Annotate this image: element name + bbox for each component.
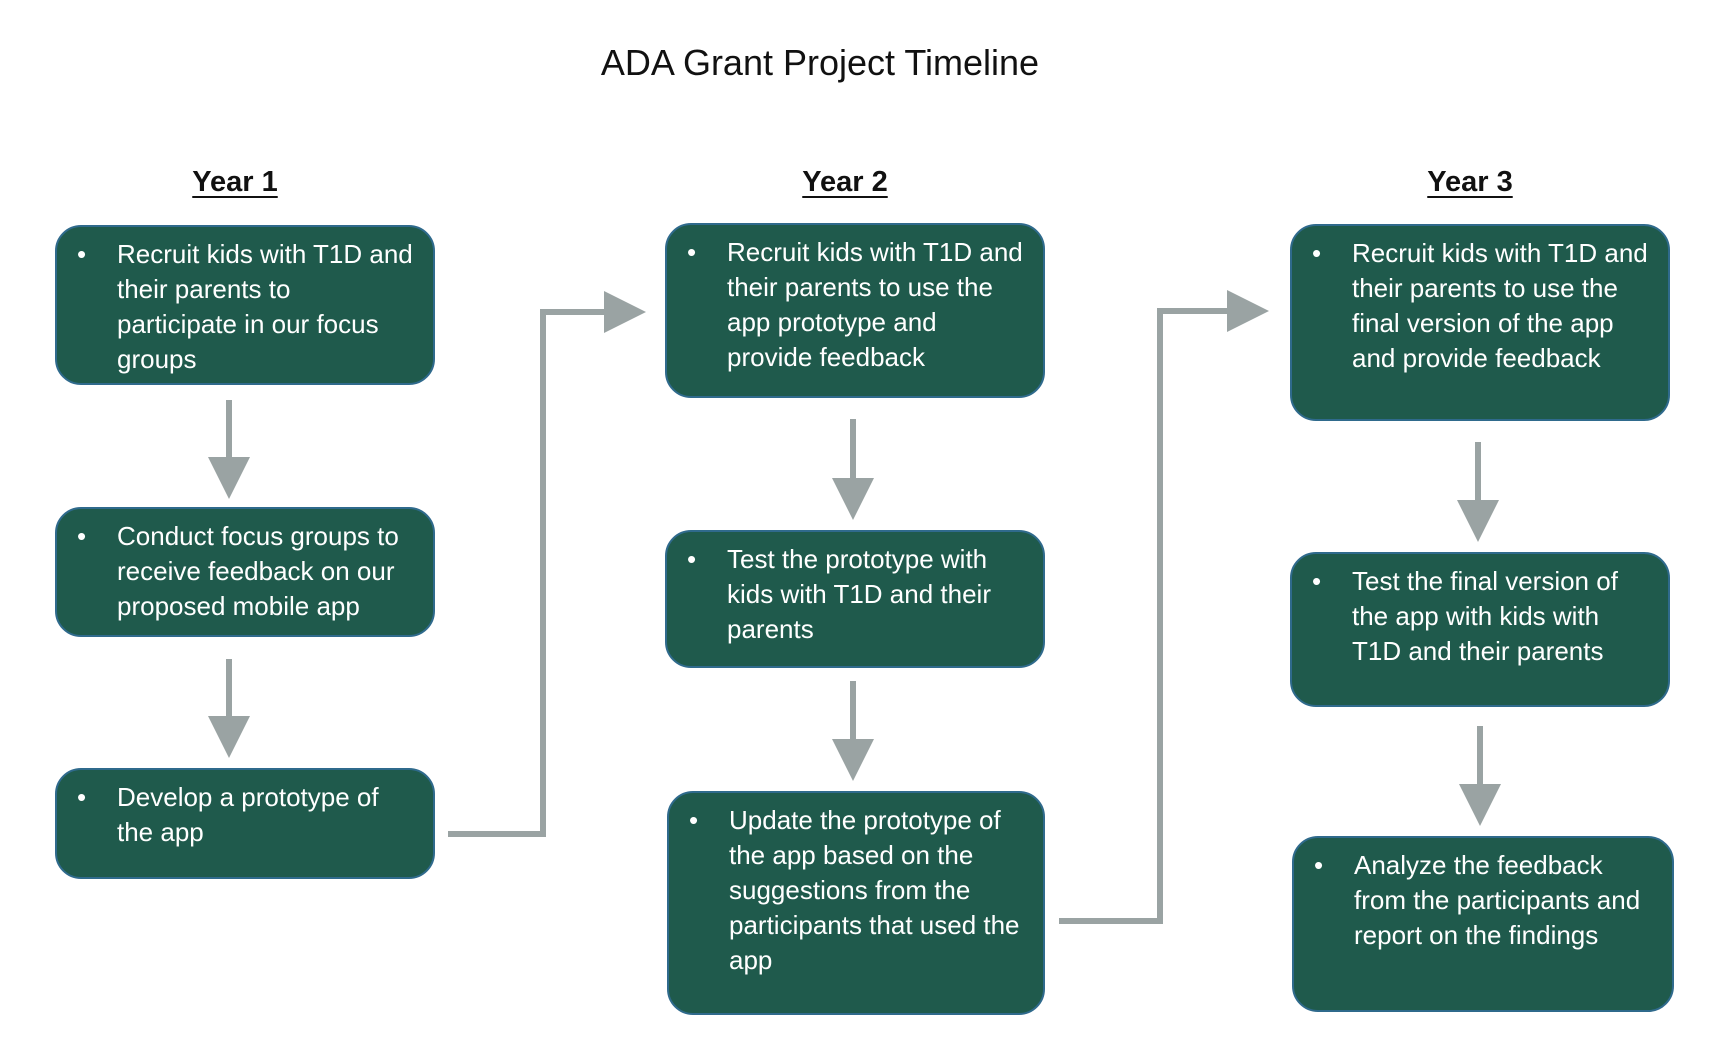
step-text: Recruit kids with T1D and their parents … — [1352, 238, 1648, 373]
diagram-title: ADA Grant Project Timeline — [600, 42, 1040, 83]
step-text: Recruit kids with T1D and their parents … — [727, 237, 1023, 372]
bullet-icon: • — [1314, 850, 1324, 880]
bullet-icon: • — [1312, 238, 1322, 268]
bullet-icon: • — [77, 521, 87, 551]
step-text: Update the prototype of the app based on… — [729, 805, 1020, 975]
year-1-step-2: • Conduct focus groups to receive feedba… — [55, 507, 435, 637]
step-text: Test the final version of the app with k… — [1352, 566, 1618, 666]
step-text: Conduct focus groups to receive feedback… — [117, 521, 399, 621]
bullet-icon: • — [77, 782, 87, 812]
year-1-heading: Year 1 — [192, 166, 278, 198]
arrow-year2-to-year3 — [1059, 290, 1269, 924]
year-3-step-2: • Test the final version of the app with… — [1290, 552, 1670, 707]
bullet-icon: • — [687, 544, 697, 574]
arrow-year1-to-year2 — [448, 291, 646, 837]
year-1-step-1: • Recruit kids with T1D and their parent… — [55, 225, 435, 385]
year-2-step-2: • Test the prototype with kids with T1D … — [665, 530, 1045, 668]
step-text: Develop a prototype of the app — [117, 782, 379, 847]
step-text: Analyze the feedback from the participan… — [1354, 850, 1641, 950]
year-1-step-3: • Develop a prototype of the app — [55, 768, 435, 879]
bullet-icon: • — [1312, 566, 1322, 596]
bullet-icon: • — [687, 237, 697, 267]
bullet-icon: • — [689, 805, 699, 835]
year-3-step-3: • Analyze the feedback from the particip… — [1292, 836, 1674, 1012]
bullet-icon: • — [77, 239, 87, 269]
year-2-step-1: • Recruit kids with T1D and their parent… — [665, 223, 1045, 398]
step-text: Test the prototype with kids with T1D an… — [727, 544, 991, 644]
year-2-step-3: • Update the prototype of the app based … — [667, 791, 1045, 1015]
year-2-heading: Year 2 — [802, 166, 888, 198]
step-text: Recruit kids with T1D and their parents … — [117, 239, 413, 374]
year-3-heading: Year 3 — [1427, 166, 1513, 198]
year-3-step-1: • Recruit kids with T1D and their parent… — [1290, 224, 1670, 421]
